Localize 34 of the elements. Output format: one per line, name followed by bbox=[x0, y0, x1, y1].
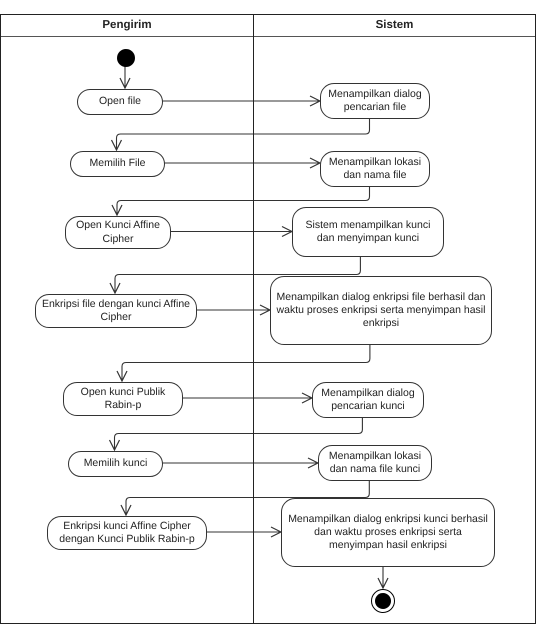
action-box: Menampilkan dialog pencarian file bbox=[320, 83, 430, 119]
arrow bbox=[206, 526, 282, 538]
arrow bbox=[109, 256, 361, 294]
arrow bbox=[110, 118, 370, 151]
action-box: Open Kunci Affine Cipher bbox=[65, 216, 171, 249]
swimlane bbox=[254, 14, 536, 624]
action-box: Menampilkan dialog enkripsi file berhasil dan waktu proses enkripsi serta menyimpan hasil enkripsi bbox=[270, 276, 492, 345]
arrow bbox=[162, 457, 319, 469]
lane-title: Pengirim bbox=[1, 15, 253, 37]
action-box: Menampilkan lokasi dan nama file bbox=[320, 151, 430, 187]
arrow bbox=[116, 344, 370, 382]
arrow bbox=[164, 157, 321, 169]
lane-title: Sistem bbox=[254, 15, 535, 37]
arrow bbox=[108, 417, 363, 451]
action-box: Enkripsi file dengan kunci Affine Cipher bbox=[35, 294, 197, 328]
initial-node bbox=[117, 49, 135, 67]
action-box: Menampilkan dialog enkripsi kunci berhasil dan waktu proses enkripsi serta menyimpan hasil enkripsi bbox=[281, 498, 495, 567]
action-box: Memilih File bbox=[70, 151, 165, 177]
arrow bbox=[120, 480, 370, 516]
action-box: Open kunci Publik Rabin-p bbox=[63, 382, 183, 416]
action-box: Menampilkan lokasi dan nama file kunci bbox=[318, 445, 432, 481]
action-box: Enkripsi kunci Affine Cipher dengan Kunci Publik Rabin-p bbox=[47, 516, 207, 550]
action-box: Sistem menampilkan kunci dan menyimpan kunci bbox=[292, 207, 444, 257]
swimlane bbox=[0, 14, 254, 624]
arrow bbox=[119, 66, 131, 89]
arrow bbox=[182, 392, 313, 404]
arrow bbox=[162, 95, 321, 107]
arrow bbox=[377, 566, 389, 589]
final-node bbox=[371, 589, 395, 613]
arrow bbox=[196, 304, 271, 316]
arrow bbox=[170, 226, 293, 238]
action-box: Open file bbox=[77, 89, 163, 115]
action-box: Memilih kunci bbox=[68, 451, 163, 477]
action-box: Menampilkan dialog pencarian kunci bbox=[312, 382, 424, 418]
